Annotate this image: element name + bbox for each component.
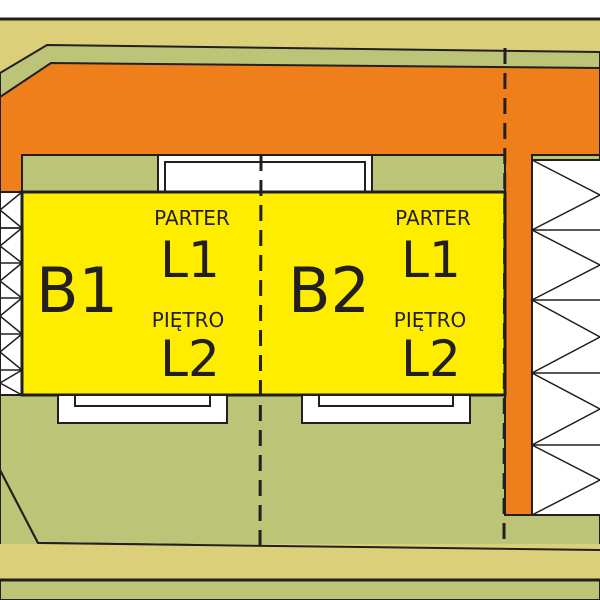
floor-label: PARTER xyxy=(154,206,230,230)
building-label: B1 xyxy=(36,254,118,327)
floor-label: PARTER xyxy=(395,206,471,230)
divider-dashed-right xyxy=(502,47,507,546)
divider-dashed-middle xyxy=(258,154,263,551)
floor-label: PIĘTRO xyxy=(394,308,466,332)
unit-label: L1 xyxy=(401,231,461,289)
unit-b2: B2 PARTER L1 PIĘTRO L2 xyxy=(288,206,471,388)
parking-left xyxy=(0,191,24,396)
green-patch-left xyxy=(21,154,159,193)
parking-right xyxy=(530,159,600,516)
building-label: B2 xyxy=(288,254,370,327)
building xyxy=(20,190,507,397)
unit-label: L2 xyxy=(160,330,220,388)
unit-b1: B1 PARTER L1 PIĘTRO L2 xyxy=(36,206,230,388)
unit-label: L1 xyxy=(160,231,220,289)
green-patch-right xyxy=(371,154,506,193)
floor-label: PIĘTRO xyxy=(152,308,224,332)
unit-label: L2 xyxy=(401,330,461,388)
